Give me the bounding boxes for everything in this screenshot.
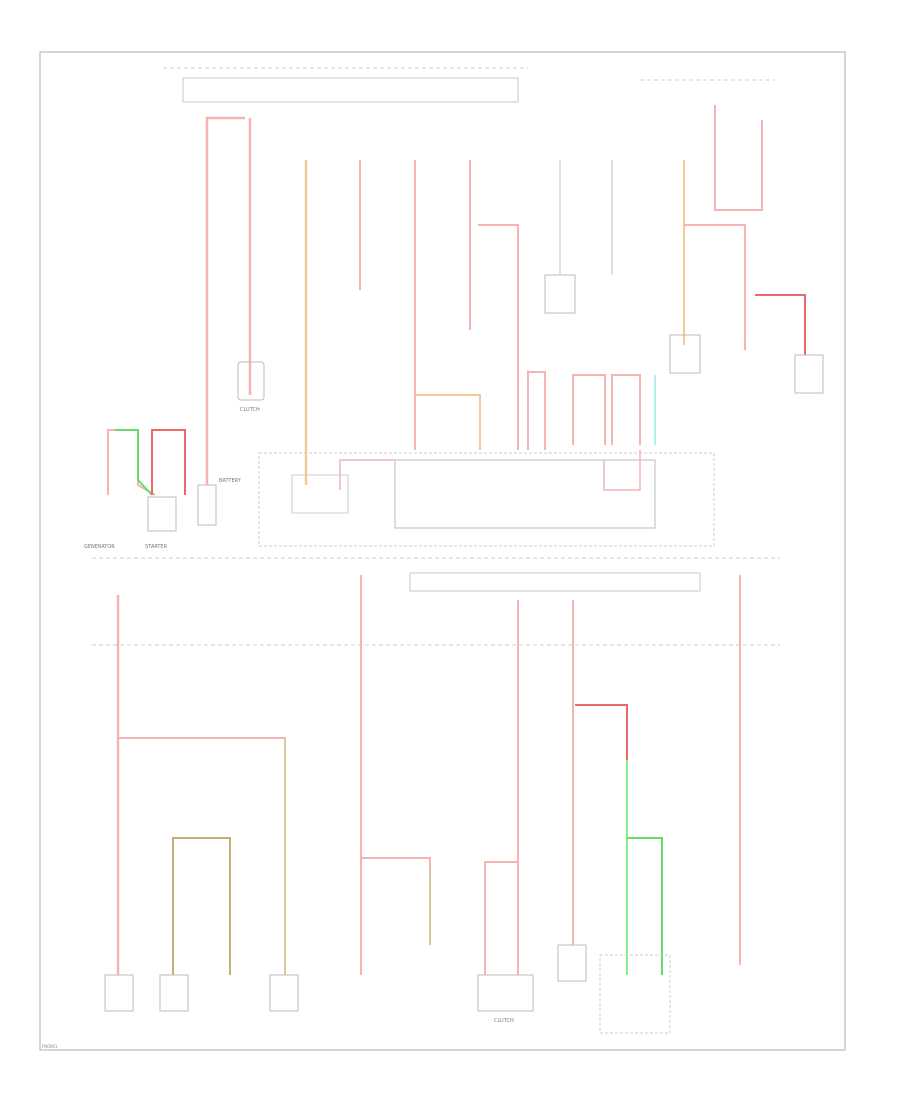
wire-tipm-right (603, 450, 641, 491)
body-module-2 (669, 334, 701, 374)
body-module-1 (544, 274, 576, 314)
wire-right-3 (755, 294, 806, 355)
relay-box (291, 474, 349, 514)
tipm-box (258, 452, 715, 547)
wire-bottom-olive (172, 837, 231, 975)
module-b2 (159, 974, 189, 1012)
clutch-switch-symbol (237, 361, 265, 401)
wire-right-2 (684, 224, 746, 350)
body-module-3 (794, 354, 824, 394)
wire-tipm-inner (339, 459, 395, 490)
wire-bottom-2 (118, 737, 286, 975)
wire-red-loop-3 (611, 374, 641, 445)
top-fuse-box (182, 77, 519, 103)
label-generator: GENERATOR (84, 544, 115, 550)
label-starter: STARTER (145, 544, 168, 550)
wire-battery-feed (205, 116, 245, 485)
module-b5 (557, 944, 587, 982)
wire-generator-green (115, 429, 153, 496)
wire-generator (107, 429, 156, 496)
label-footer: FN0001 (42, 1044, 58, 1049)
wire-starter (151, 429, 186, 495)
module-b4 (477, 974, 534, 1012)
wire-red-loop-2 (572, 374, 606, 445)
wire-green-2 (627, 837, 663, 975)
inner-module-box (394, 459, 656, 529)
starter-symbol (147, 496, 177, 532)
label-battery: BATTERY (219, 478, 242, 484)
brake-lamp-switch-box (599, 954, 671, 1034)
bottom-fuse-box (409, 572, 701, 592)
wire-fuse-5b (478, 224, 519, 450)
label-clutch-switch: CLUTCH (240, 407, 260, 413)
diagram-border (39, 51, 846, 1051)
wire-red-loop-1 (527, 371, 546, 450)
module-b1 (104, 974, 134, 1012)
module-b3 (269, 974, 299, 1012)
label-clutch-bottom: CLUTCH (494, 1018, 514, 1024)
wire-orange-2 (415, 394, 481, 450)
wire-stop-lamp-red (575, 704, 628, 760)
wire-bottom-mid-branch (361, 857, 431, 945)
battery-symbol (197, 484, 217, 526)
wire-clutch-bottom-2 (484, 861, 518, 975)
wire-right-4 (714, 105, 763, 211)
